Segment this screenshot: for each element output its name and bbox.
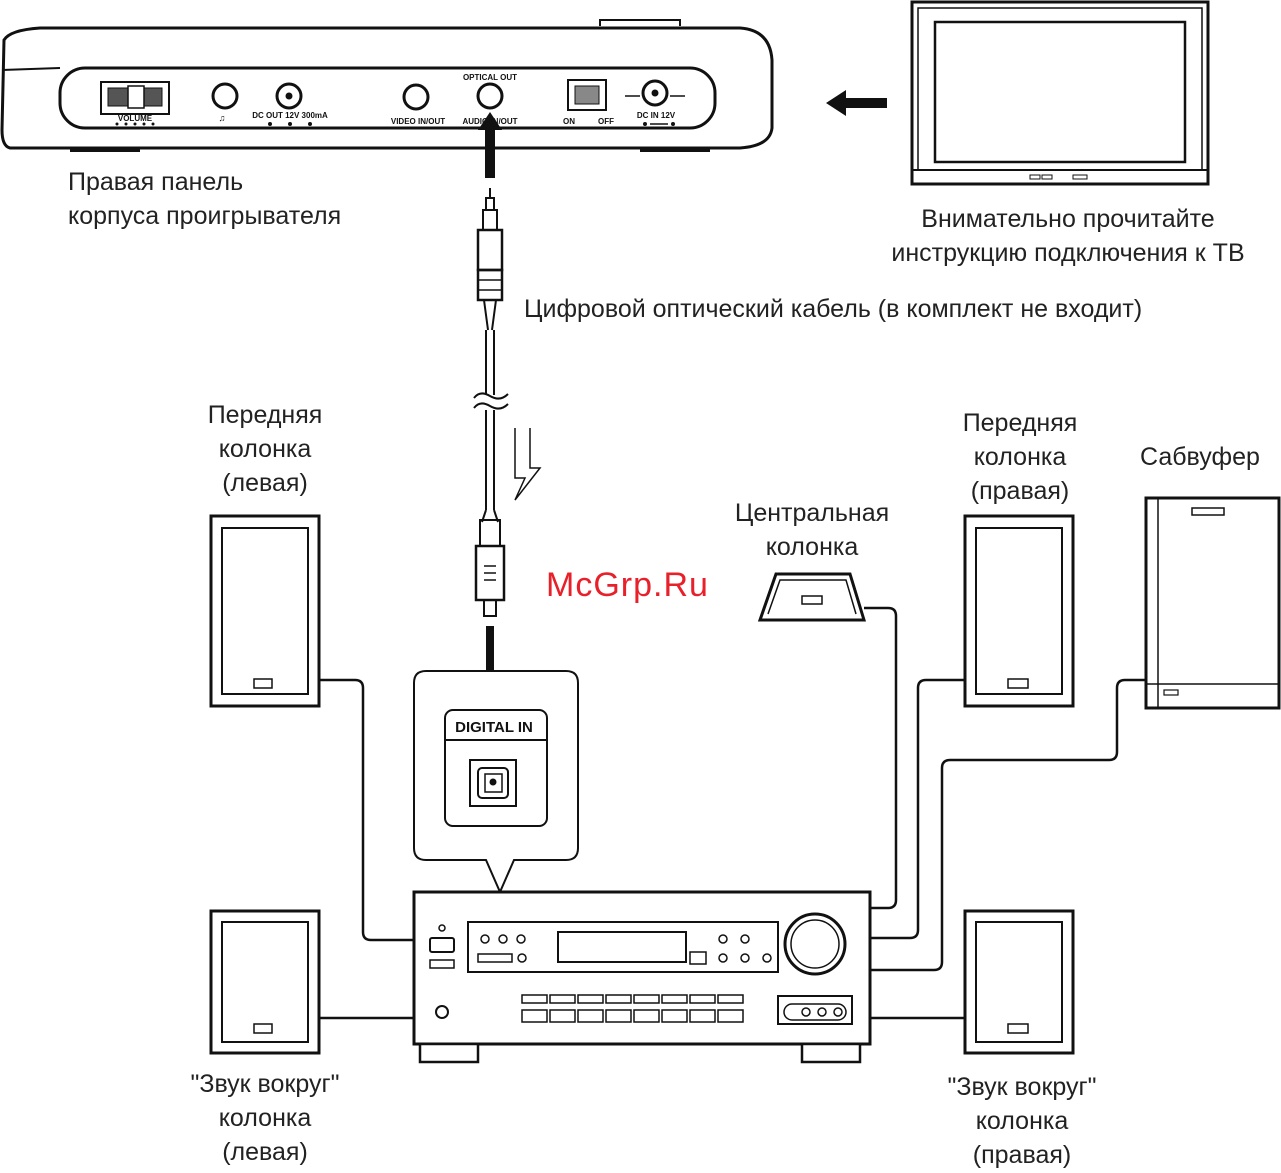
- subwoofer: [1144, 496, 1281, 710]
- player-caption-line-1: Правая панель: [68, 168, 244, 196]
- front-right-line-2: колонка: [973, 443, 1067, 471]
- tv-caption-line-2: инструкцию подключения к ТВ: [891, 239, 1245, 267]
- surround-right-caption: "Звук вокруг" колонка (правая): [914, 1070, 1130, 1172]
- player-panel: [0, 19, 774, 152]
- headphone-icon: ♫: [219, 113, 226, 123]
- front-left-line-3: (левая): [222, 469, 308, 497]
- watermark: McGrp.Ru: [546, 566, 709, 604]
- av-receiver: [412, 890, 872, 1064]
- surround-left-speaker: [209, 909, 321, 1055]
- surround-right-line-1: "Звук вокруг": [947, 1073, 1097, 1101]
- surround-left-line-2: колонка: [218, 1104, 312, 1132]
- on-label: ON: [563, 117, 575, 126]
- tv: [910, 0, 1210, 186]
- surround-right-speaker: [963, 909, 1075, 1055]
- front-left-line-2: колонка: [218, 435, 312, 463]
- surround-left-line-3: (левая): [222, 1138, 308, 1166]
- digital-in-label: DIGITAL IN: [455, 719, 533, 736]
- dc-out-label: DC OUT 12V 300mA: [252, 111, 328, 120]
- dc-in-jack: [641, 79, 669, 107]
- front-left-line-1: Передняя: [207, 401, 323, 429]
- front-right-caption: Передняя колонка (правая): [920, 406, 1120, 508]
- subwoofer-caption: Сабвуфер: [1140, 443, 1260, 471]
- speaker-wires: [319, 606, 1146, 1020]
- optical-cable: [473, 112, 542, 714]
- dc-out-jack: [275, 82, 303, 110]
- off-label: OFF: [598, 117, 614, 126]
- front-left-speaker: [209, 514, 321, 708]
- digital-in-callout: [413, 670, 579, 895]
- front-right-speaker: [963, 514, 1075, 708]
- tv-caption: Внимательно прочитайте инструкцию подклю…: [856, 202, 1280, 270]
- center-line-2: колонка: [765, 533, 859, 561]
- dc-in-label: DC IN 12V: [637, 111, 676, 120]
- surround-left-caption: "Звук вокруг" колонка (левая): [160, 1067, 370, 1169]
- front-right-line-3: (правая): [970, 477, 1070, 505]
- center-caption: Центральная колонка: [712, 496, 912, 564]
- surround-right-line-2: колонка: [975, 1107, 1069, 1135]
- tv-caption-line-1: Внимательно прочитайте: [921, 205, 1215, 233]
- volume-slider: [100, 81, 170, 115]
- cable-caption: Цифровой оптический кабель (в комплект н…: [524, 295, 1143, 323]
- front-left-caption: Передняя колонка (левая): [160, 398, 370, 500]
- power-switch: [567, 79, 607, 111]
- optical-out-label: OPTICAL OUT: [463, 73, 517, 82]
- optical-jack: [476, 82, 504, 110]
- front-right-line-1: Передняя: [962, 409, 1078, 437]
- center-line-1: Центральная: [734, 499, 890, 527]
- player-panel-caption: Правая панель корпуса проигрывателя: [68, 165, 341, 233]
- video-jack: [402, 83, 430, 111]
- player-caption-line-2: корпуса проигрывателя: [68, 202, 342, 230]
- volume-label: VOLUME: [118, 114, 153, 123]
- surround-right-line-3: (правая): [972, 1141, 1072, 1169]
- tv-arrow-icon: [826, 90, 887, 116]
- center-speaker: [757, 572, 867, 622]
- video-label: VIDEO IN/OUT: [391, 117, 445, 126]
- headphone-jack: [211, 82, 239, 110]
- surround-left-line-1: "Звук вокруг": [190, 1070, 340, 1098]
